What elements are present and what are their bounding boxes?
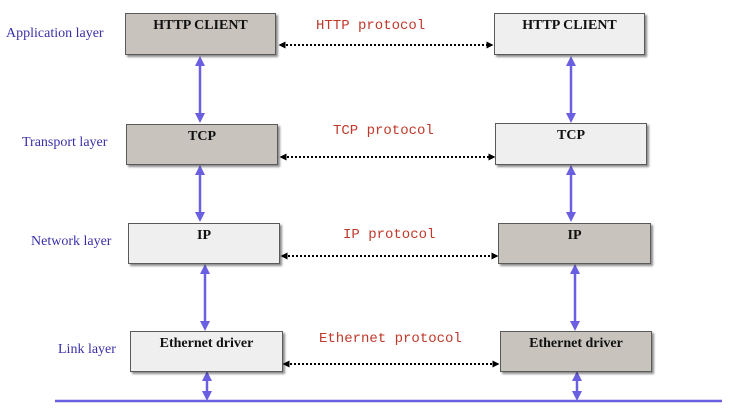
left-http-client-label: HTTP CLIENT <box>153 18 248 33</box>
left-ethernet-driver-box: Ethernet driver <box>130 331 283 372</box>
right-http-client-label: HTTP CLIENT <box>522 18 617 33</box>
right-tcp-box: TCP <box>495 123 647 165</box>
left-ip-label: IP <box>197 228 211 243</box>
protocol-label-ip: IP protocol <box>343 227 436 243</box>
right-http-client-box: HTTP CLIENT <box>494 13 645 55</box>
right-ethernet-driver-label: Ethernet driver <box>529 336 623 351</box>
left-ip-box: IP <box>128 223 280 264</box>
left-tcp-label: TCP <box>188 129 216 144</box>
right-ip-label: IP <box>567 228 582 243</box>
left-ethernet-driver-label: Ethernet driver <box>159 336 254 351</box>
protocol-label-http: HTTP protocol <box>316 18 426 34</box>
right-ethernet-driver-box: Ethernet driver <box>500 331 652 372</box>
layer-label-application: Application layer <box>6 26 104 41</box>
layer-label-network: Network layer <box>31 234 112 249</box>
right-tcp-label: TCP <box>557 128 585 143</box>
left-http-client-box: HTTP CLIENT <box>125 13 276 55</box>
protocol-label-ethernet: Ethernet protocol <box>319 331 462 347</box>
left-tcp-box: TCP <box>126 124 278 165</box>
layer-label-link: Link layer <box>58 342 116 357</box>
layer-label-transport: Transport layer <box>22 135 108 150</box>
right-ip-box: IP <box>498 223 651 264</box>
protocol-label-tcp: TCP protocol <box>333 123 434 139</box>
